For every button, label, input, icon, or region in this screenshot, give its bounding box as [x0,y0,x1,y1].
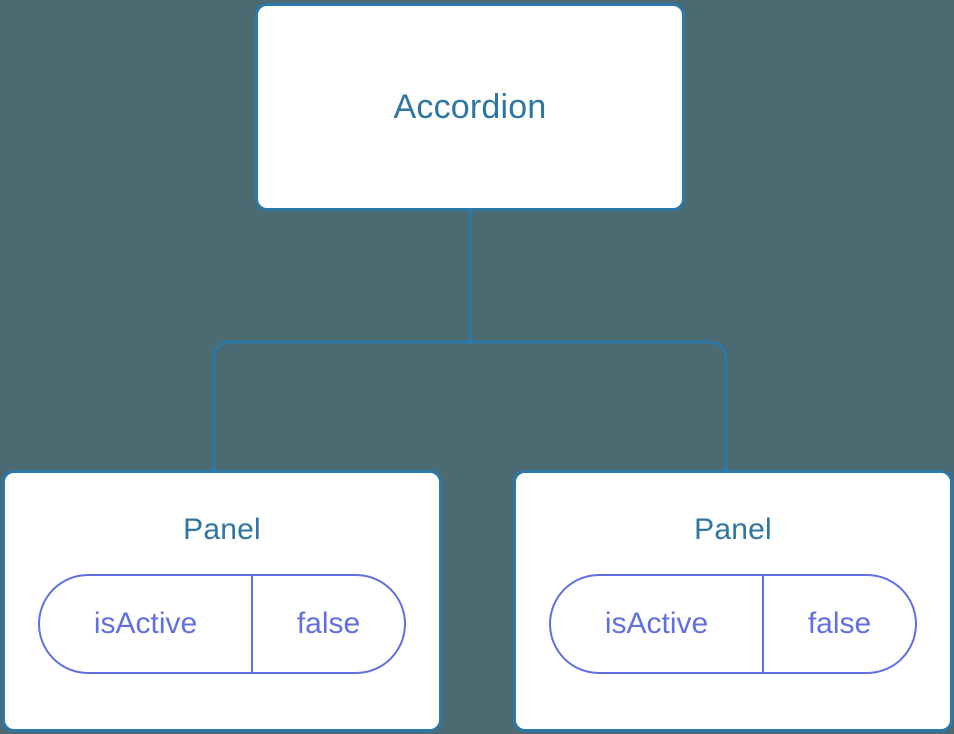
node-panel-2[interactable]: Panel isActive false [513,470,953,732]
node-panel-2-title: Panel [694,513,772,546]
node-accordion-title: Accordion [393,88,547,126]
state-key-isactive-2: isActive [551,576,764,672]
state-key-isactive-1: isActive [40,576,253,672]
node-accordion[interactable]: Accordion [255,3,685,211]
state-value-isactive-1: false [296,607,361,640]
state-pill-panel-1[interactable]: isActive false [38,574,406,674]
node-panel-1-title: Panel [183,513,261,546]
state-pill-panel-2[interactable]: isActive false [549,574,917,674]
connector-branch-bus [212,340,728,472]
node-panel-1[interactable]: Panel isActive false [2,470,442,732]
state-value-isactive-2: false [807,607,872,640]
